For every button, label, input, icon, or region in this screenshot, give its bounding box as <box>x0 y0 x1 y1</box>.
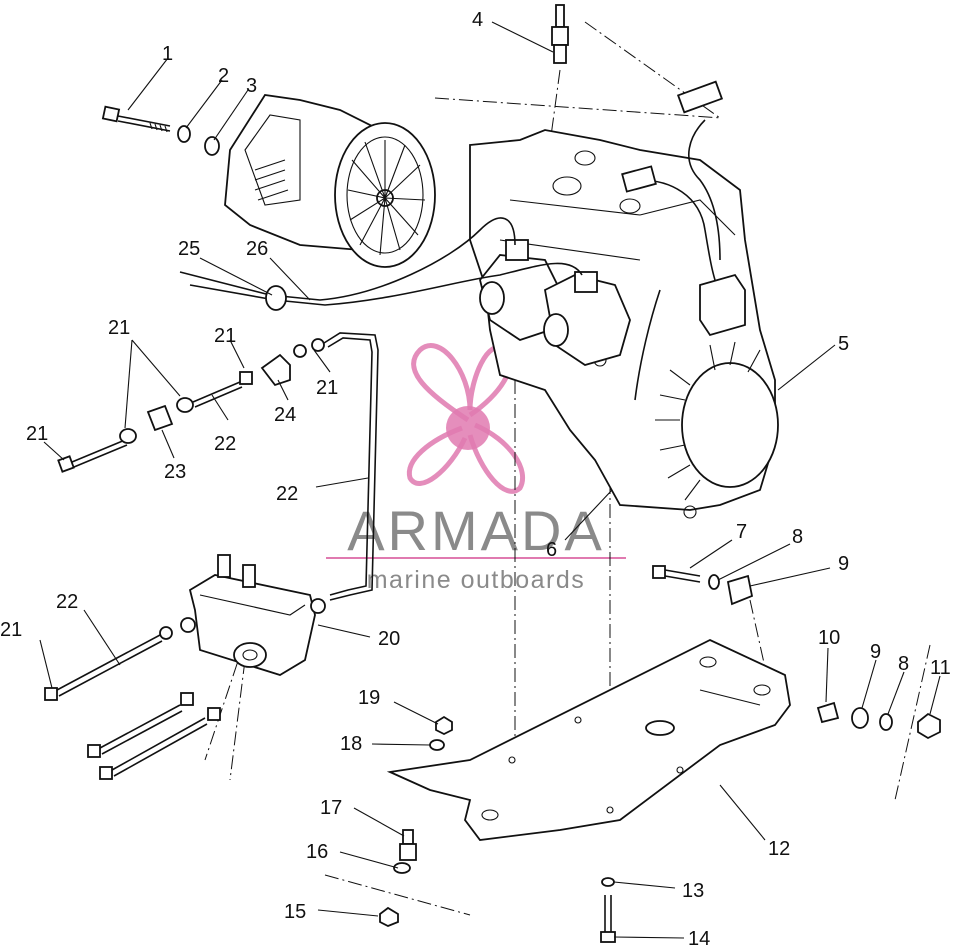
bushing-9b <box>851 707 869 729</box>
washer-2 <box>177 125 191 143</box>
callout-21b: 21 <box>214 325 236 347</box>
callout-2: 2 <box>218 65 229 87</box>
callout-numbers: 1 2 3 4 5 6 7 8 9 10 9 8 11 12 13 14 15 … <box>0 9 951 948</box>
callout-10: 10 <box>818 627 840 649</box>
callout-8a: 8 <box>792 526 803 548</box>
bushing-9a <box>726 574 754 606</box>
nut-19 <box>435 715 453 736</box>
callout-25: 25 <box>178 238 200 260</box>
propeller-hub-icon <box>446 406 490 450</box>
carburetors <box>479 239 631 366</box>
center-lines <box>204 21 931 916</box>
stud-17 <box>399 829 417 861</box>
mounting-plate-12 <box>386 639 791 841</box>
callout-21a: 21 <box>108 317 130 339</box>
callout-5: 5 <box>838 333 849 355</box>
callout-12: 12 <box>768 838 790 860</box>
washer-3 <box>204 136 220 156</box>
brand-tagline: marine outboards <box>367 566 586 594</box>
fuel-pump-20 <box>180 554 326 676</box>
washer-8a <box>708 574 720 590</box>
callout-15: 15 <box>284 901 306 923</box>
callout-13: 13 <box>682 880 704 902</box>
callout-22a: 22 <box>214 433 236 455</box>
callout-26: 26 <box>246 238 268 260</box>
brand-name: ARMADA <box>347 499 605 562</box>
bolt-1 <box>101 105 171 133</box>
washer-16 <box>393 862 411 874</box>
clip-13 <box>601 877 615 887</box>
leader-lines <box>39 21 941 939</box>
callout-22c: 22 <box>56 591 78 613</box>
callout-21e: 21 <box>0 619 22 641</box>
callout-1: 1 <box>162 43 173 65</box>
callout-6: 6 <box>546 539 557 561</box>
nut-15 <box>379 906 399 927</box>
callout-16: 16 <box>306 841 328 863</box>
callout-9a: 9 <box>838 553 849 575</box>
bolt-14 <box>600 895 616 943</box>
washer-8b <box>879 713 893 731</box>
callout-7: 7 <box>736 521 747 543</box>
callout-8b: 8 <box>898 653 909 675</box>
callout-19: 19 <box>358 687 380 709</box>
spacer-10 <box>816 701 840 724</box>
propeller-icon <box>406 343 526 494</box>
callout-17: 17 <box>320 797 342 819</box>
armada-logo: ARMADA marine outboards <box>326 343 626 594</box>
callout-21c: 21 <box>316 377 338 399</box>
callout-21d: 21 <box>26 423 48 445</box>
callout-3: 3 <box>246 75 257 97</box>
nut-11 <box>917 712 941 740</box>
callout-22b: 22 <box>276 483 298 505</box>
callout-4: 4 <box>472 9 483 31</box>
callout-24: 24 <box>274 404 296 426</box>
fuel-lines-lower <box>44 626 221 780</box>
callout-11: 11 <box>930 657 951 679</box>
callout-9b: 9 <box>870 641 881 663</box>
callout-23: 23 <box>164 461 186 483</box>
callout-20: 20 <box>378 628 400 650</box>
callout-14: 14 <box>688 928 710 948</box>
throttle-cable <box>179 217 583 311</box>
washer-18 <box>429 739 445 751</box>
fuel-lines-upper <box>57 332 379 601</box>
drive-clutch <box>224 94 436 268</box>
bolt-7 <box>652 565 701 583</box>
spark-plug-4 <box>551 4 569 64</box>
callout-18: 18 <box>340 733 362 755</box>
